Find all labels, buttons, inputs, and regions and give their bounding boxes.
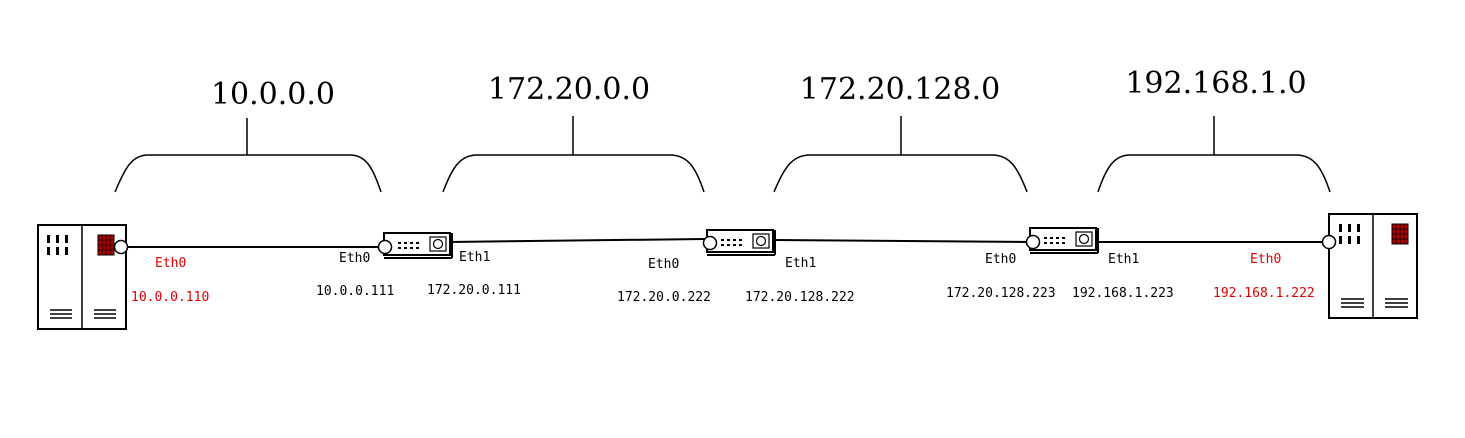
network-brace-3 [773, 116, 1028, 193]
router1-eth1-ip: 172.20.0.111 [427, 283, 521, 298]
network-brace-1 [114, 118, 382, 193]
router3-eth0-label: Eth0 [985, 252, 1016, 267]
host1-interface-label: Eth0 [155, 256, 186, 271]
router1-eth1-label: Eth1 [459, 250, 490, 265]
host1-ip-label: 10.0.0.110 [131, 290, 209, 305]
network-label-1: 10.0.0.0 [211, 77, 335, 112]
router3-eth1-label: Eth1 [1108, 252, 1139, 267]
router2-eth0-ip: 172.20.0.222 [617, 290, 711, 305]
network-label-3: 172.20.128.0 [800, 72, 1000, 107]
router2-eth1-ip: 172.20.128.222 [745, 290, 855, 305]
router2-eth1-label: Eth1 [785, 256, 816, 271]
router-icon-3 [1025, 227, 1099, 254]
host2-interface-label: Eth0 [1250, 252, 1281, 267]
server-icon-left [37, 224, 129, 330]
network-brace-4 [1097, 116, 1331, 193]
router-icon-1 [377, 232, 453, 259]
router3-eth1-ip: 192.168.1.223 [1072, 286, 1174, 301]
server-icon-right [1321, 213, 1418, 319]
router1-eth0-ip: 10.0.0.111 [316, 284, 394, 299]
router1-eth0-label: Eth0 [339, 251, 370, 266]
link-router2-router3 [773, 239, 1031, 243]
router2-eth0-label: Eth0 [648, 257, 679, 272]
router-icon-2 [702, 229, 776, 256]
host2-ip-label: 192.168.1.222 [1213, 286, 1315, 301]
link-router1-router2 [448, 238, 706, 243]
network-label-2: 172.20.0.0 [488, 72, 650, 107]
router3-eth0-ip: 172.20.128.223 [946, 286, 1056, 301]
network-brace-2 [442, 116, 705, 193]
network-label-4: 192.168.1.0 [1125, 66, 1306, 101]
